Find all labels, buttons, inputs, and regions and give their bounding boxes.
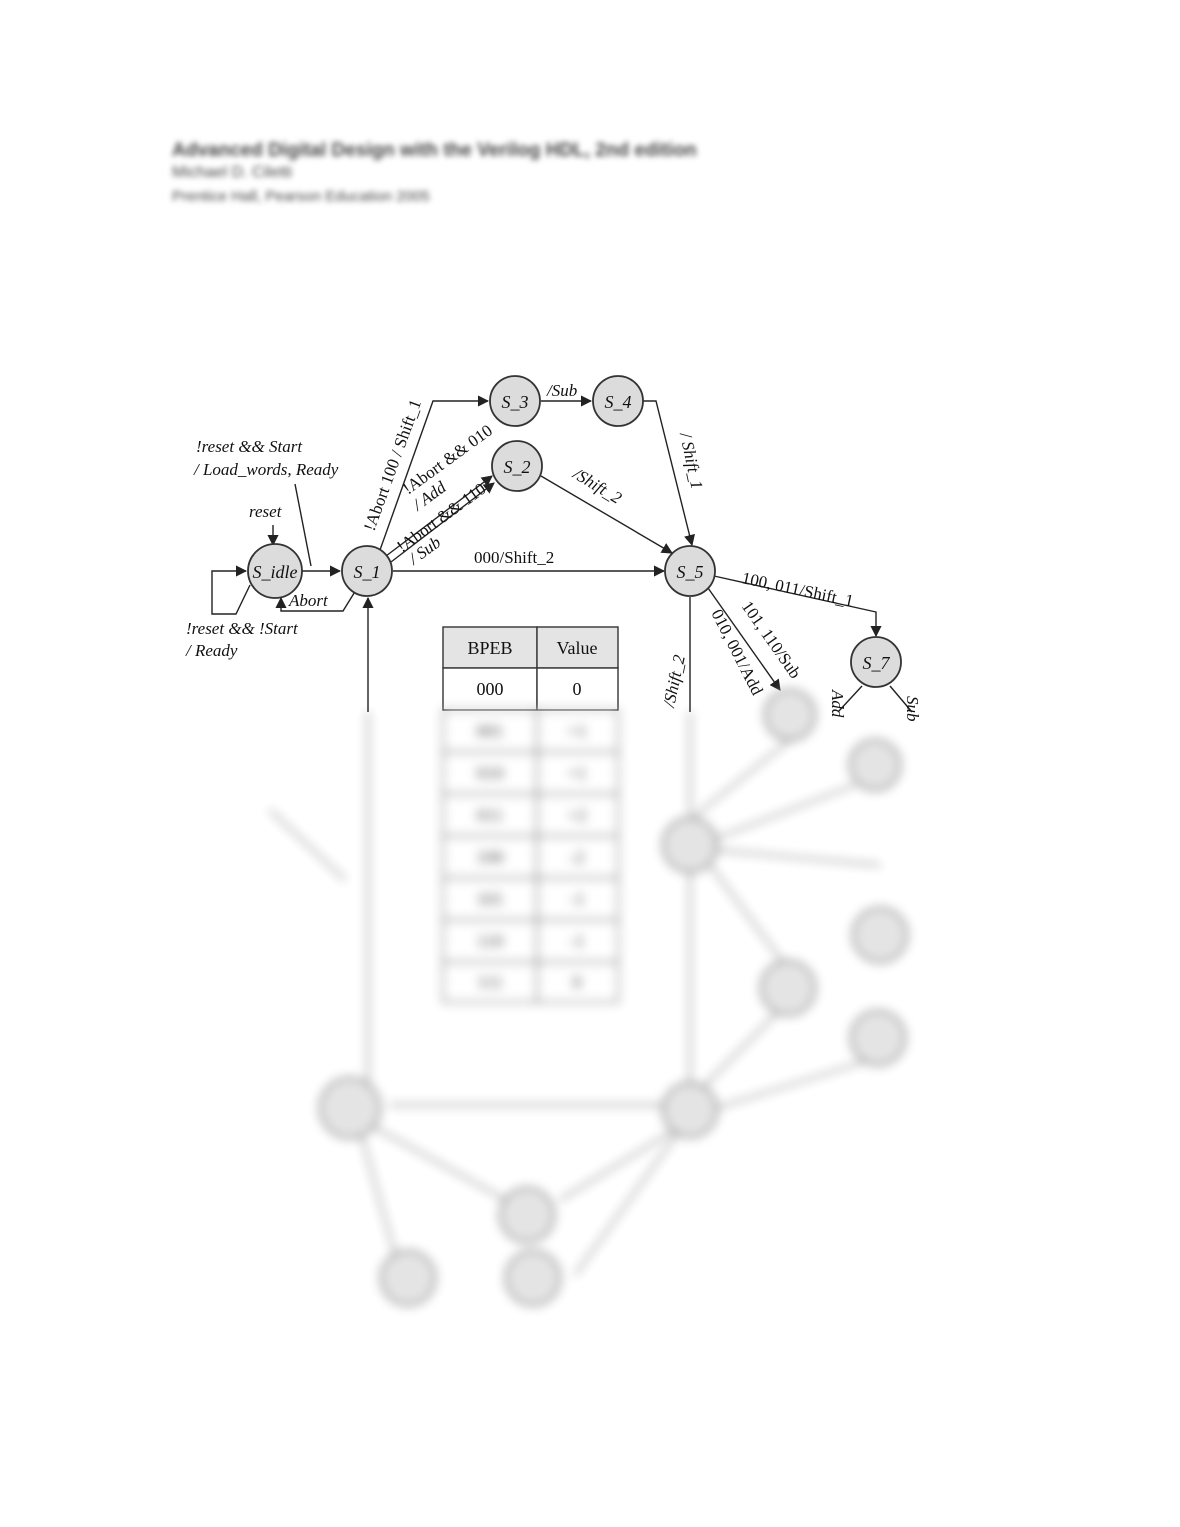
edge-idle-selfloop	[211, 565, 251, 615]
table-cell-text: +1	[567, 721, 586, 741]
table-header-bpeb	[442, 626, 538, 669]
edge-s7-left	[837, 685, 863, 713]
table-cell	[442, 877, 538, 921]
table-cell	[442, 667, 538, 711]
table-cell	[536, 919, 619, 963]
edge-blurred	[709, 864, 786, 966]
label-reset-start-2: / Load_words, Ready	[193, 460, 339, 479]
edge-blurred	[709, 1059, 871, 1111]
state-blurred	[760, 960, 816, 1016]
state-s6	[764, 689, 816, 741]
table-cell-text: 001	[477, 721, 504, 741]
edge-blurred	[359, 1129, 396, 1256]
table-cell-text: +1	[567, 763, 586, 783]
state-blurred	[850, 1010, 906, 1066]
state-blurred	[849, 739, 901, 791]
label-s7-right: Sub	[903, 696, 922, 722]
transitions	[211, 395, 913, 713]
bpeb-table: BPEB Value 000 0	[442, 626, 619, 711]
label-shift1-s4: / Shift_1	[676, 430, 707, 491]
table-cell-text: 000	[477, 679, 504, 699]
edge-s7-right	[889, 685, 913, 713]
state-blurred	[499, 1187, 555, 1243]
state-s-idle: S_idle	[247, 543, 303, 599]
label-reset-start-1: !reset && Start	[196, 437, 303, 456]
label-shift2-s2: /Shift_2	[569, 464, 625, 508]
label-abort: Abort	[288, 591, 329, 610]
blurred-lower-diagram: 001 +1 010 +1 011 +2 100 -2 101 -1 110 -…	[269, 689, 908, 1306]
table-cell-text: 010	[477, 763, 504, 783]
edge-blurred	[559, 1129, 676, 1201]
edge-blurred	[699, 1009, 781, 1091]
table-cell-text: 0	[573, 972, 582, 992]
table-cell-text: 110	[477, 931, 503, 951]
label-reset: reset	[249, 502, 283, 521]
edge-s5-s6	[707, 587, 781, 691]
state-s5: S_5	[664, 545, 716, 597]
edge-s2-s5	[540, 475, 673, 554]
svg-text:S_5: S_5	[677, 562, 704, 582]
edge-blurred	[711, 784, 856, 841]
table-cell-text: +2	[567, 805, 586, 825]
label-sub: /Sub	[546, 381, 577, 400]
table-cell-text: 101	[477, 889, 504, 909]
table-cell	[536, 835, 619, 879]
edge-s5-s7	[713, 575, 882, 638]
header-publisher: Prentice Hall, Pearson Education 2005	[172, 188, 430, 205]
edge-blurred	[714, 849, 881, 866]
svg-text:S_idle: S_idle	[253, 562, 298, 582]
state-blurred	[662, 817, 718, 873]
state-s4: S_4	[592, 375, 644, 427]
state-s1: S_1	[341, 545, 393, 597]
table-cell	[536, 961, 619, 1003]
label-leader-line	[294, 483, 312, 567]
table-cell-text: -1	[570, 889, 585, 909]
edge-blurred	[269, 809, 346, 881]
table-cell-text: 100	[477, 847, 504, 867]
edge-s1-s2-sub	[390, 482, 495, 563]
state-s2: S_2	[491, 440, 543, 492]
svg-text:S_4: S_4	[605, 392, 632, 412]
state-blurred	[852, 907, 908, 963]
edge-blurred	[689, 739, 791, 821]
table-header-bpeb-text: BPEB	[467, 638, 512, 658]
table-cell	[536, 793, 619, 837]
state-blurred	[662, 1082, 718, 1138]
label-s5-down: /Shift_2	[659, 653, 689, 710]
label-s1-s5: 000/Shift_2	[474, 548, 554, 567]
table-cell	[536, 751, 619, 795]
table-cell-text: 0	[573, 679, 582, 699]
edge-s1-idle-abort	[275, 589, 357, 612]
svg-text:S_1: S_1	[354, 562, 381, 582]
state-blurred	[319, 1077, 381, 1139]
edge-blurred	[574, 1129, 681, 1276]
table-cell	[442, 961, 538, 1003]
table-cell-text: -2	[570, 847, 585, 867]
label-not-start-2: / Ready	[185, 641, 238, 660]
table-cell	[536, 877, 619, 921]
state-s7: S_7	[850, 636, 902, 688]
table-header-value-text: Value	[557, 638, 598, 658]
svg-text:S_2: S_2	[504, 457, 531, 477]
table-cell-text: 011	[477, 805, 503, 825]
table-cell-text: 111	[477, 972, 503, 992]
edge-s4-s5	[643, 400, 695, 547]
state-blurred	[380, 1250, 436, 1306]
label-s7-left: Add	[828, 689, 847, 718]
bpeb-table-blurred: 001 +1 010 +1 011 +2 100 -2 101 -1 110 -…	[442, 709, 619, 1003]
edge-s1-s3	[379, 395, 490, 551]
header-author: Michael D. Ciletti	[172, 164, 293, 181]
edge-blurred	[369, 1124, 516, 1206]
svg-text:S_7: S_7	[863, 653, 891, 673]
state-s3: S_3	[489, 375, 541, 427]
edge-s1-s2	[385, 475, 493, 557]
label-not-start-1: !reset && !Start	[186, 619, 299, 638]
header-title: Advanced Digital Design with the Verilog…	[172, 140, 697, 161]
state-blurred	[505, 1250, 561, 1306]
table-cell-text: -1	[570, 931, 585, 951]
svg-text:S_3: S_3	[502, 392, 529, 412]
